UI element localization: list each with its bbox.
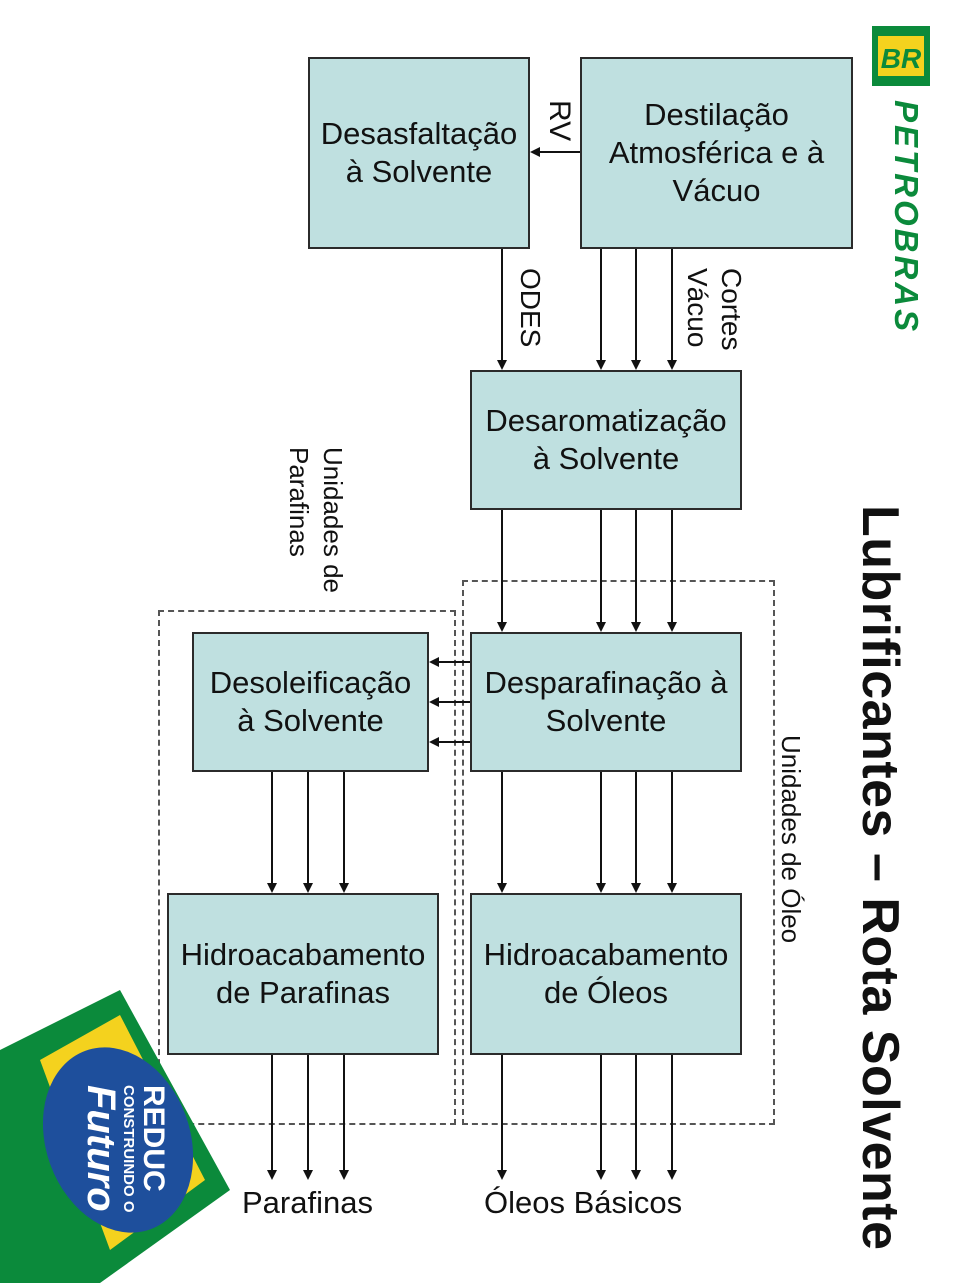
label-rv: RV (543, 100, 576, 142)
box-hidroacabamento-parafinas: Hidroacabamento de Parafinas (167, 893, 439, 1055)
box-hidroacabamento-oleos: Hidroacabamento de Óleos (470, 893, 742, 1055)
group-unidades-oleo (462, 580, 775, 1125)
box-desaromatizacao: Desaromatização à Solvente (470, 370, 742, 510)
label-unidades-oleo: Unidades de Óleo (776, 735, 806, 944)
label-unidades-parafinas: Unidades de Parafinas (284, 447, 348, 593)
label-parafinas: Parafinas (242, 1185, 373, 1220)
box-desoleificacao: Desoleificação à Solvente (192, 632, 429, 772)
label-odes: ODES (515, 268, 546, 348)
box-desparafinacao: Desparafinação à Solvente (470, 632, 742, 772)
logo-mark: BR (881, 43, 922, 74)
petrobras-br-icon: BR (872, 26, 930, 86)
label-cortes-vacuo: Cortes Vácuo (682, 268, 747, 351)
box-desasfaltacao: Desasfaltação à Solvente (308, 57, 530, 249)
reduc-line2: CONSTRUINDO O (120, 1085, 137, 1213)
box-destilacao: Destilação Atmosférica e à Vácuo (580, 57, 853, 249)
label-oleos-basicos: Óleos Básicos (484, 1185, 683, 1220)
reduc-line1: REDUC (137, 1085, 170, 1192)
reduc-flag-icon: REDUC CONSTRUINDO O Futuro (0, 990, 230, 1283)
reduc-line3: Futuro (79, 1085, 123, 1212)
